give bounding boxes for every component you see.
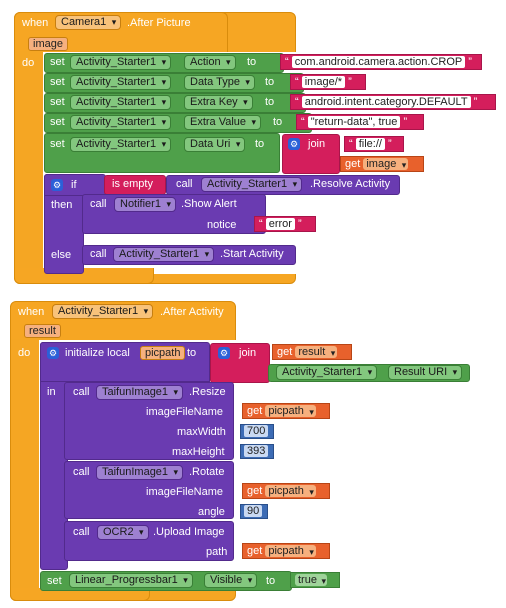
call-keyword: call: [73, 386, 90, 398]
extra-value-component-dropdown[interactable]: Activity_Starter1: [70, 115, 172, 130]
in-keyword: in: [47, 386, 56, 398]
initialize-local-label: initialize local: [65, 347, 130, 359]
call-keyword: call: [73, 526, 90, 538]
event2-footer: [10, 588, 150, 601]
image-file-name-label: imageFileName: [146, 486, 224, 498]
angle-label: angle: [198, 506, 225, 518]
then-keyword: then: [51, 199, 73, 211]
event2-left-rail: [11, 339, 39, 591]
set-keyword: set: [50, 138, 65, 150]
data-uri-prop-dropdown[interactable]: Data Uri: [184, 137, 246, 152]
after-picture-label: .After Picture: [127, 17, 191, 29]
call-keyword: call: [176, 178, 193, 190]
result-uri-dropdown[interactable]: Result URI: [388, 365, 463, 380]
rotate-label: .Rotate: [189, 466, 225, 478]
camera-component-dropdown[interactable]: Camera1: [55, 15, 122, 30]
to-keyword: to: [187, 347, 197, 359]
resolve-component-dropdown[interactable]: Activity_Starter1: [201, 177, 303, 192]
extra-key-prop-dropdown[interactable]: Extra Key: [184, 95, 253, 110]
call-keyword: call: [73, 466, 90, 478]
result-param[interactable]: result: [24, 324, 61, 338]
progressbar-component-dropdown[interactable]: Linear_Progressbar1: [69, 573, 193, 588]
if-keyword: if: [71, 179, 77, 191]
else-keyword: else: [51, 249, 72, 261]
notice-label: notice: [207, 219, 237, 231]
extra-value-string[interactable]: “ "return-data", true ”: [296, 114, 424, 130]
show-alert-label: .Show Alert: [181, 198, 237, 210]
gear-icon[interactable]: ⚙: [51, 179, 63, 191]
call-keyword: call: [90, 248, 107, 260]
data-type-string[interactable]: “ image/* ”: [290, 74, 366, 90]
extra-key-string[interactable]: “ android.intent.category.DEFAULT ”: [290, 94, 496, 110]
to-keyword: to: [265, 96, 275, 108]
set-keyword: set: [50, 76, 65, 88]
gear-icon[interactable]: ⚙: [288, 138, 300, 150]
max-height-number[interactable]: 393: [240, 444, 274, 459]
image-param[interactable]: image: [28, 37, 68, 51]
to-keyword: to: [273, 116, 283, 128]
extra-value-prop-dropdown[interactable]: Extra Value: [184, 115, 262, 130]
after-activity-label: .After Activity: [160, 306, 224, 318]
join-label: join: [239, 347, 257, 359]
data-type-component-dropdown[interactable]: Activity_Starter1: [70, 75, 172, 90]
max-width-label: maxWidth: [177, 426, 226, 438]
image-file-name-label: imageFileName: [146, 406, 224, 418]
to-keyword: to: [247, 56, 257, 68]
start-activity-label: .Start Activity: [220, 248, 284, 260]
set-keyword: set: [50, 116, 65, 128]
when-keyword: when: [22, 17, 49, 29]
do-keyword: do: [22, 57, 35, 69]
action-prop-dropdown[interactable]: Action: [184, 55, 236, 70]
action-string[interactable]: “ com.android.camera.action.CROP ”: [280, 54, 482, 70]
to-keyword: to: [255, 138, 265, 150]
angle-number[interactable]: 90: [240, 504, 268, 519]
get-picpath-block[interactable]: get picpath: [242, 543, 330, 559]
extra-key-component-dropdown[interactable]: Activity_Starter1: [70, 95, 172, 110]
activity-component-dropdown[interactable]: Activity_Starter1: [52, 304, 154, 319]
get-picpath-block[interactable]: get picpath: [242, 483, 330, 499]
start-component-dropdown[interactable]: Activity_Starter1: [113, 247, 215, 262]
upload-image-label: .Upload Image: [153, 526, 225, 538]
action-component-dropdown[interactable]: Activity_Starter1: [70, 55, 172, 70]
ocr-component-dropdown[interactable]: OCR2: [97, 525, 149, 540]
rotate-component-dropdown[interactable]: TaifunImage1: [96, 465, 184, 480]
join-label: join: [308, 138, 326, 150]
visible-prop-dropdown[interactable]: Visible: [204, 573, 258, 588]
data-type-prop-dropdown[interactable]: Data Type: [184, 75, 255, 90]
notifier-component-dropdown[interactable]: Notifier1: [114, 197, 176, 212]
to-keyword: to: [265, 76, 275, 88]
resize-component-dropdown[interactable]: TaifunImage1: [96, 385, 184, 400]
when-keyword: when: [18, 306, 45, 318]
file-prefix-string[interactable]: “ file:// ”: [344, 136, 404, 152]
true-block[interactable]: true: [290, 572, 340, 588]
event1-left-rail: [15, 51, 43, 273]
do-keyword: do: [18, 347, 31, 359]
resize-label: .Resize: [189, 386, 226, 398]
error-string[interactable]: “ error ”: [254, 216, 316, 232]
set-keyword: set: [50, 96, 65, 108]
set-keyword: set: [47, 575, 62, 587]
to-keyword: to: [266, 575, 276, 587]
get-image-block[interactable]: get image: [340, 156, 424, 172]
get-result-block[interactable]: get result: [272, 344, 352, 360]
gear-icon[interactable]: ⚙: [47, 347, 59, 359]
uri-component-dropdown[interactable]: Activity_Starter1: [276, 365, 378, 380]
event1-footer: [14, 268, 154, 284]
data-uri-component-dropdown[interactable]: Activity_Starter1: [70, 137, 172, 152]
call-keyword: call: [90, 198, 107, 210]
picpath-var[interactable]: picpath: [140, 346, 186, 360]
set-keyword: set: [50, 56, 65, 68]
get-picpath-block[interactable]: get picpath: [242, 403, 330, 419]
resolve-activity-label: .Resolve Activity: [310, 178, 391, 190]
gear-icon[interactable]: ⚙: [218, 347, 230, 359]
path-label: path: [206, 546, 228, 558]
upload-image-call[interactable]: [64, 521, 234, 561]
max-height-label: maxHeight: [172, 446, 225, 458]
is-empty-label: is empty: [112, 178, 153, 190]
max-width-number[interactable]: 700: [240, 424, 274, 439]
